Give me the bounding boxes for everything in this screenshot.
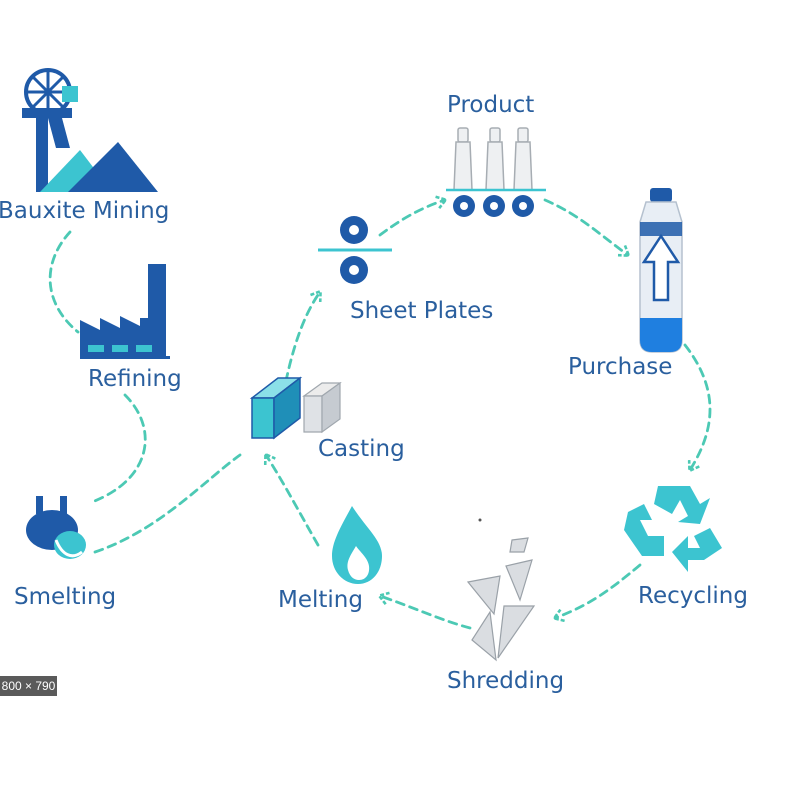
image-size-badge: 800 × 790 [0, 676, 57, 696]
dot-mark [479, 519, 482, 522]
shards-icon [468, 538, 534, 660]
rollers-icon [318, 216, 392, 284]
arrow-melting-to-casting [266, 455, 318, 545]
stage-label-melting: Melting [278, 587, 363, 613]
stage-label-casting: Casting [318, 436, 405, 462]
arrow-smelting-to-casting [95, 455, 240, 552]
arrow-refining-to-smelting [92, 395, 145, 502]
stage-label-sheet-plates: Sheet Plates [350, 298, 493, 324]
arrow-product-to-purchase [545, 200, 628, 255]
factory-icon [80, 264, 170, 359]
stage-label-bauxite-mining: Bauxite Mining [0, 198, 169, 224]
arrow-sheet-to-product [380, 200, 445, 235]
arrow-shredding-to-melting [380, 596, 470, 628]
recycle-icon [624, 486, 722, 572]
stage-label-purchase: Purchase [568, 354, 672, 380]
smelter-icon [26, 496, 86, 559]
stage-label-refining: Refining [88, 366, 182, 392]
stage-label-recycling: Recycling [638, 583, 748, 609]
stage-label-shredding: Shredding [447, 668, 564, 694]
flame-icon [332, 506, 382, 584]
arrow-purchase-to-recycling [685, 345, 710, 470]
arrow-mining-to-refining [50, 232, 78, 332]
mine-icon [22, 70, 158, 192]
bottles-icon [446, 128, 546, 217]
bottle-icon [640, 188, 682, 352]
stage-label-product: Product [447, 92, 534, 118]
arrow-recycling-to-shredding [555, 565, 640, 618]
stage-label-smelting: Smelting [14, 584, 116, 610]
ingot-icon [252, 378, 340, 438]
